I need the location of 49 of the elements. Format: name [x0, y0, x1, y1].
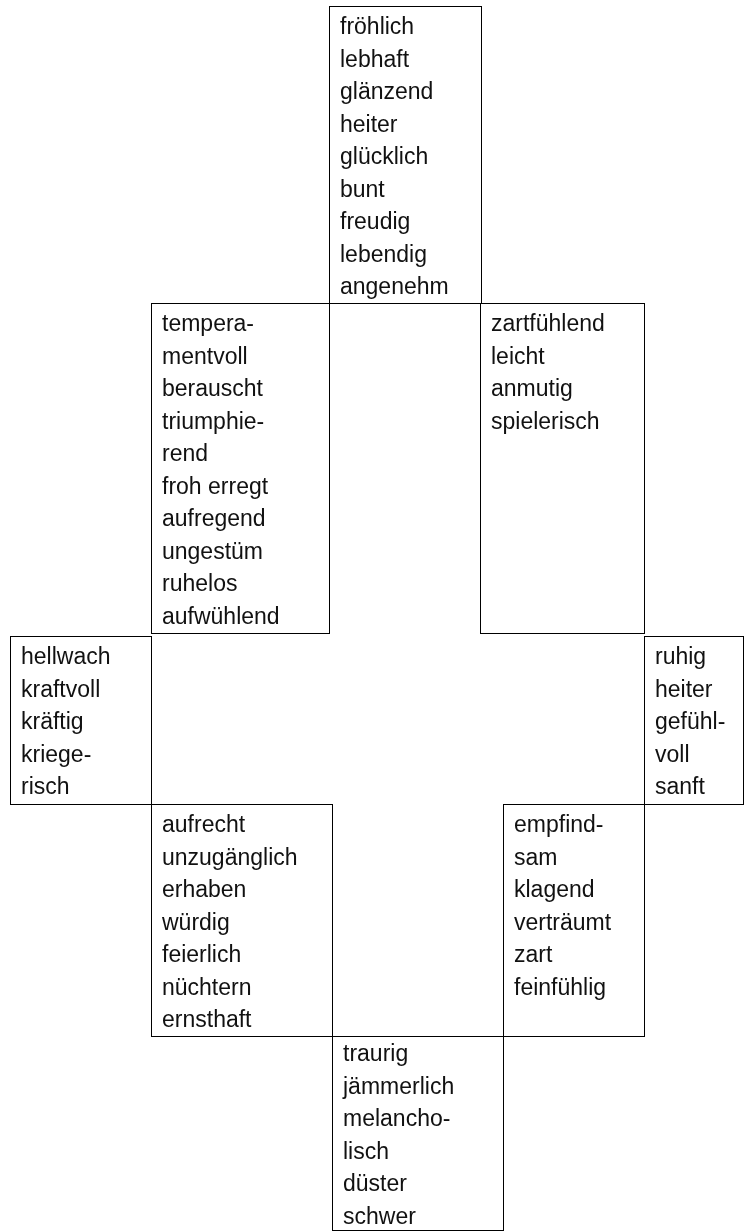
adjective-text: berauscht: [162, 374, 264, 403]
adjective-text: zartfühlend: [491, 309, 606, 338]
adjective-text: zart: [514, 940, 554, 969]
adjective-text: aufrecht: [162, 810, 247, 839]
adjective-text: ungestüm: [162, 536, 264, 566]
adjective-text: verträumt: [514, 907, 613, 937]
adjective-text: feierlich: [162, 940, 243, 969]
adjective-box: [503, 804, 645, 1037]
adjective-text: spielerisch: [491, 406, 601, 436]
adjective-text: ruhelos: [162, 569, 239, 598]
adjective-box: [644, 636, 744, 805]
adjective-box: [480, 303, 645, 634]
adjective-text: anmutig: [491, 374, 574, 403]
adjective-text: hellwach: [21, 642, 112, 671]
adjective-text: bunt: [340, 174, 386, 204]
adjective-text: unzugänglich: [162, 842, 299, 872]
adjective-text: kriege- risch: [21, 739, 93, 801]
adjective-text: klagend: [514, 875, 596, 904]
adjective-text: fröhlich: [340, 12, 416, 41]
adjective-text: traurig: [343, 1039, 410, 1068]
adjective-text: froh erregt: [162, 471, 270, 501]
adjective-text: sanft: [655, 772, 706, 801]
adjective-text: jämmerlich: [343, 1071, 456, 1101]
adjective-box: [151, 804, 333, 1037]
adjective-text: kraftvoll: [21, 674, 102, 704]
adjective-text: freudig: [340, 207, 412, 236]
adjective-text: kräftig: [21, 707, 85, 736]
adjective-text: angenehm: [340, 272, 450, 301]
adjective-text: aufregend: [162, 504, 267, 533]
adjective-text: ernsthaft: [162, 1005, 253, 1034]
adjective-text: düster: [343, 1169, 408, 1198]
adjective-box: [332, 1036, 504, 1231]
adjective-box: [329, 6, 482, 304]
adjective-text: glücklich: [340, 142, 430, 171]
adjective-box: [10, 636, 152, 805]
adjective-text: heiter: [655, 674, 714, 704]
adjective-text: feinfühlig: [514, 972, 608, 1002]
adjective-text: würdig: [162, 907, 231, 937]
adjective-text: ruhig: [655, 642, 708, 671]
adjective-box: [151, 303, 330, 634]
adjective-text: aufwühlend: [162, 601, 281, 631]
adjective-text: erhaben: [162, 875, 248, 904]
adjective-text: leicht: [491, 341, 546, 371]
adjective-text: lebhaft: [340, 44, 411, 74]
adjective-text: schwer: [343, 1201, 417, 1231]
adjective-text: heiter: [340, 109, 399, 139]
adjective-text: glänzend: [340, 77, 435, 106]
adjective-text: lebendig: [340, 239, 428, 269]
adjective-text: nüchtern: [162, 972, 253, 1002]
